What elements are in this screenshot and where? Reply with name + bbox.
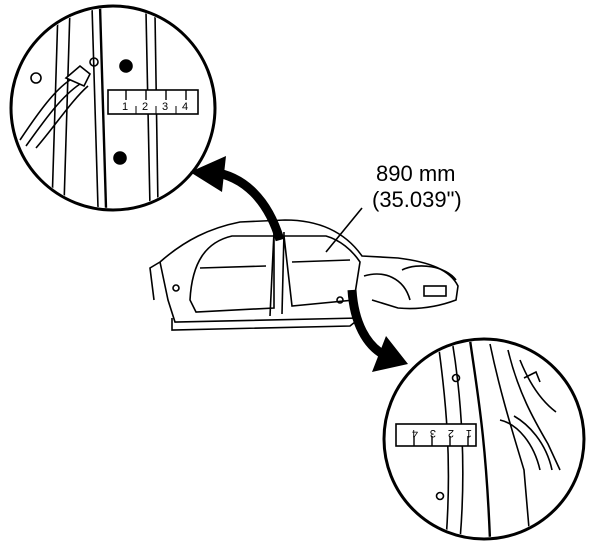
scale-upper-tick: 3 (162, 101, 168, 113)
scale-lower-tick: 2 (448, 427, 454, 439)
scale-upper-tick: 1 (122, 101, 128, 113)
scale-upper-tick: 2 (142, 101, 148, 113)
callout-leader-line (325, 207, 363, 253)
arrow-to-lower-detail (347, 289, 408, 372)
measurement-metric: 890 mm (376, 161, 456, 186)
scale-lower-tick: 1 (466, 427, 472, 439)
arrow-to-upper-detail (190, 156, 285, 242)
scale-lower-tick: 4 (412, 427, 418, 439)
detail-circle-lower: 1 2 3 4 (382, 337, 586, 541)
measurement-imperial: (35.039") (372, 187, 462, 212)
vehicle-body-side (149, 219, 459, 331)
scale-upper-tick: 4 (182, 101, 188, 113)
measuring-scale-upper: 1 2 3 4 (107, 89, 199, 115)
scale-lower-tick: 3 (430, 427, 436, 439)
measuring-scale-lower: 1 2 3 4 (395, 423, 477, 447)
detail-circle-upper: 1 2 3 4 (9, 4, 217, 212)
